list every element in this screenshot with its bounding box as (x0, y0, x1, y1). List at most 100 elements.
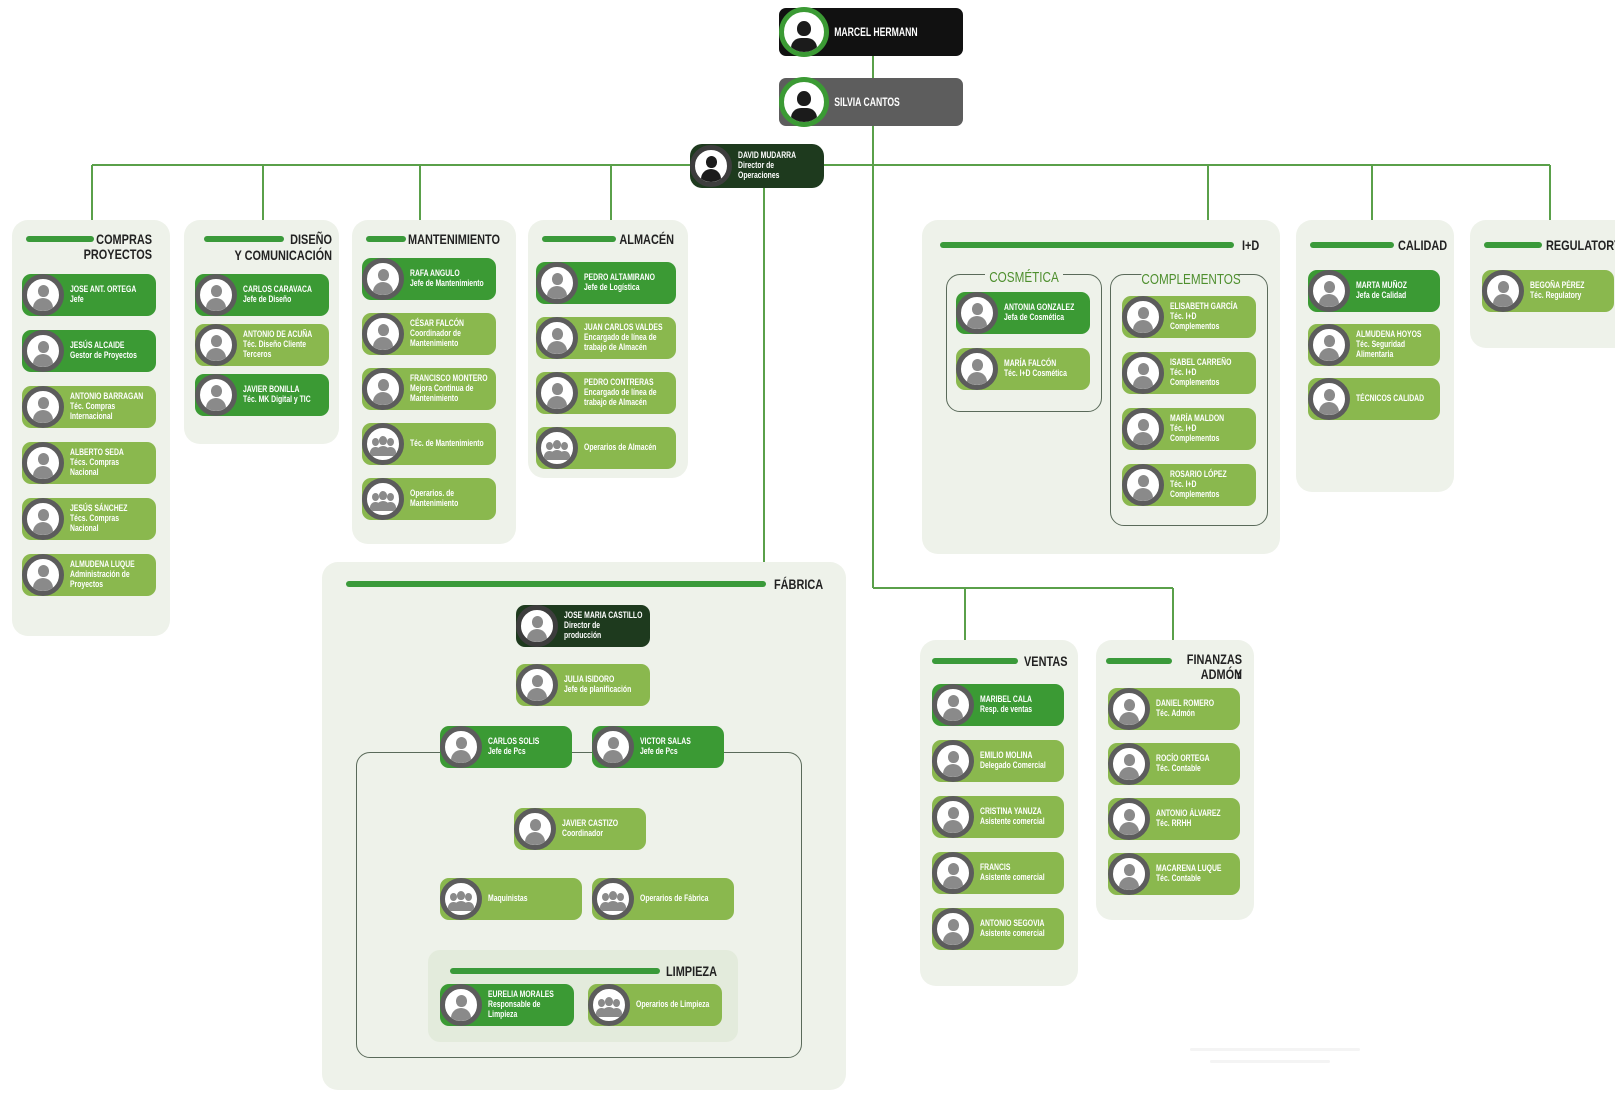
person-name: CARLOS CARAVACA (243, 284, 312, 295)
person-role: Téc. I+D Complementos (1170, 367, 1220, 388)
ceo-card: MARCEL HERMANN (779, 7, 963, 57)
deputy-name: SILVIA CANTOS (834, 95, 900, 109)
person-name: BEGOÑA PÉREZ (1530, 280, 1585, 291)
fabrica-title: FÁBRICA (774, 576, 824, 592)
group-card: Operarios. de Mantenimiento (362, 478, 496, 520)
person-icon (536, 372, 578, 414)
person-name: ANTONIO SEGOVIA (980, 918, 1045, 929)
group-card: Operarios de Almacén (536, 427, 676, 469)
calidad-title: CALIDAD (1398, 237, 1448, 253)
person-name: EURELIA MORALES (488, 989, 554, 1000)
person-name: ANTONIO BARRAGAN (70, 391, 144, 402)
person-name: MACARENA LUQUE (1156, 863, 1222, 874)
person-name: JULIA ISIDORO (564, 674, 615, 685)
person-icon (932, 908, 974, 950)
person-name: JOSE MARIA CASTILLO (564, 610, 643, 621)
person-name: ALMUDENA LUQUE (70, 559, 135, 570)
person-name: JAVIER BONILLA (243, 384, 300, 395)
person-role: Director de producción (564, 620, 602, 641)
person-name: ANTONIO ÁLVAREZ (1156, 808, 1221, 819)
person-icon (514, 808, 556, 850)
person-role: Téc. Contable (1156, 763, 1201, 774)
person-name: JOSE ANT. ORTEGA (70, 284, 137, 295)
person-role: Asistente comercial (980, 816, 1045, 827)
person-role: Téc. MK Digital y TIC (243, 394, 311, 405)
person-icon (690, 145, 732, 187)
person-icon (1482, 270, 1524, 312)
person-name: MARÍA FALCÓN (1004, 358, 1057, 369)
person-name: ALBERTO SEDA (70, 447, 124, 458)
person-role: Téc. Seguridad Alimentaria (1356, 339, 1406, 360)
person-name: CARLOS SOLIS (488, 736, 540, 747)
person-icon (22, 274, 64, 316)
person-name: VICTOR SALAS (640, 736, 691, 747)
person-role: Téc. I+D Complementos (1170, 479, 1220, 500)
person-name: DANIEL ROMERO (1156, 698, 1215, 709)
person-name: ANTONIO DE ACUÑA (243, 329, 313, 340)
person-role: Jefe (70, 294, 84, 305)
person-icon (592, 726, 634, 768)
person-name: RAFA ANGULO (410, 268, 460, 279)
person-role: Jefe de planificación (564, 684, 632, 695)
group-icon (588, 984, 630, 1026)
title-bar (1310, 242, 1394, 248)
person-name: CÉSAR FALCÓN (410, 318, 464, 329)
person-icon (440, 984, 482, 1026)
person-name: MARTA MUÑOZ (1356, 280, 1407, 291)
finanzas-title-2: ADMÓN (1200, 666, 1242, 682)
watermark-line (1190, 1048, 1360, 1051)
person-role: Gestor de Proyectos (70, 350, 137, 361)
person-name: MARÍA MALDON (1170, 413, 1225, 424)
person-role: Encargado de línea de trabajo de Almacén (584, 332, 657, 353)
person-role: Coordinador (562, 828, 604, 839)
person-role: Asistente comercial (980, 928, 1045, 939)
group-icon (440, 878, 482, 920)
person-icon (536, 317, 578, 359)
ceo-name: MARCEL HERMANN (834, 25, 918, 39)
person-name: JAVIER CASTIZO (562, 818, 619, 829)
person-icon (779, 7, 829, 57)
person-icon (22, 554, 64, 596)
imasd-title: I+D (1242, 237, 1260, 253)
person-name: PEDRO ALTAMIRANO (584, 272, 655, 283)
person-role: Téc. I+D Cosmética (1004, 368, 1067, 379)
person-icon (1308, 378, 1350, 420)
person-icon (536, 262, 578, 304)
person-role: Encargado de línea de trabajo de Almacén (584, 387, 657, 408)
person-icon (932, 852, 974, 894)
person-icon (1108, 743, 1150, 785)
person-icon (362, 368, 404, 410)
diseno-title-1: DISEÑO (290, 231, 332, 247)
person-icon (1122, 296, 1164, 338)
person-icon (956, 292, 998, 334)
person-icon (195, 274, 237, 316)
person-name: MARIBEL CALA (980, 694, 1032, 705)
person-role: Operarios. de Mantenimiento (410, 488, 459, 509)
group-card: Téc. de Mantenimiento (362, 423, 496, 465)
group-icon (362, 423, 404, 465)
title-bar (542, 236, 616, 242)
